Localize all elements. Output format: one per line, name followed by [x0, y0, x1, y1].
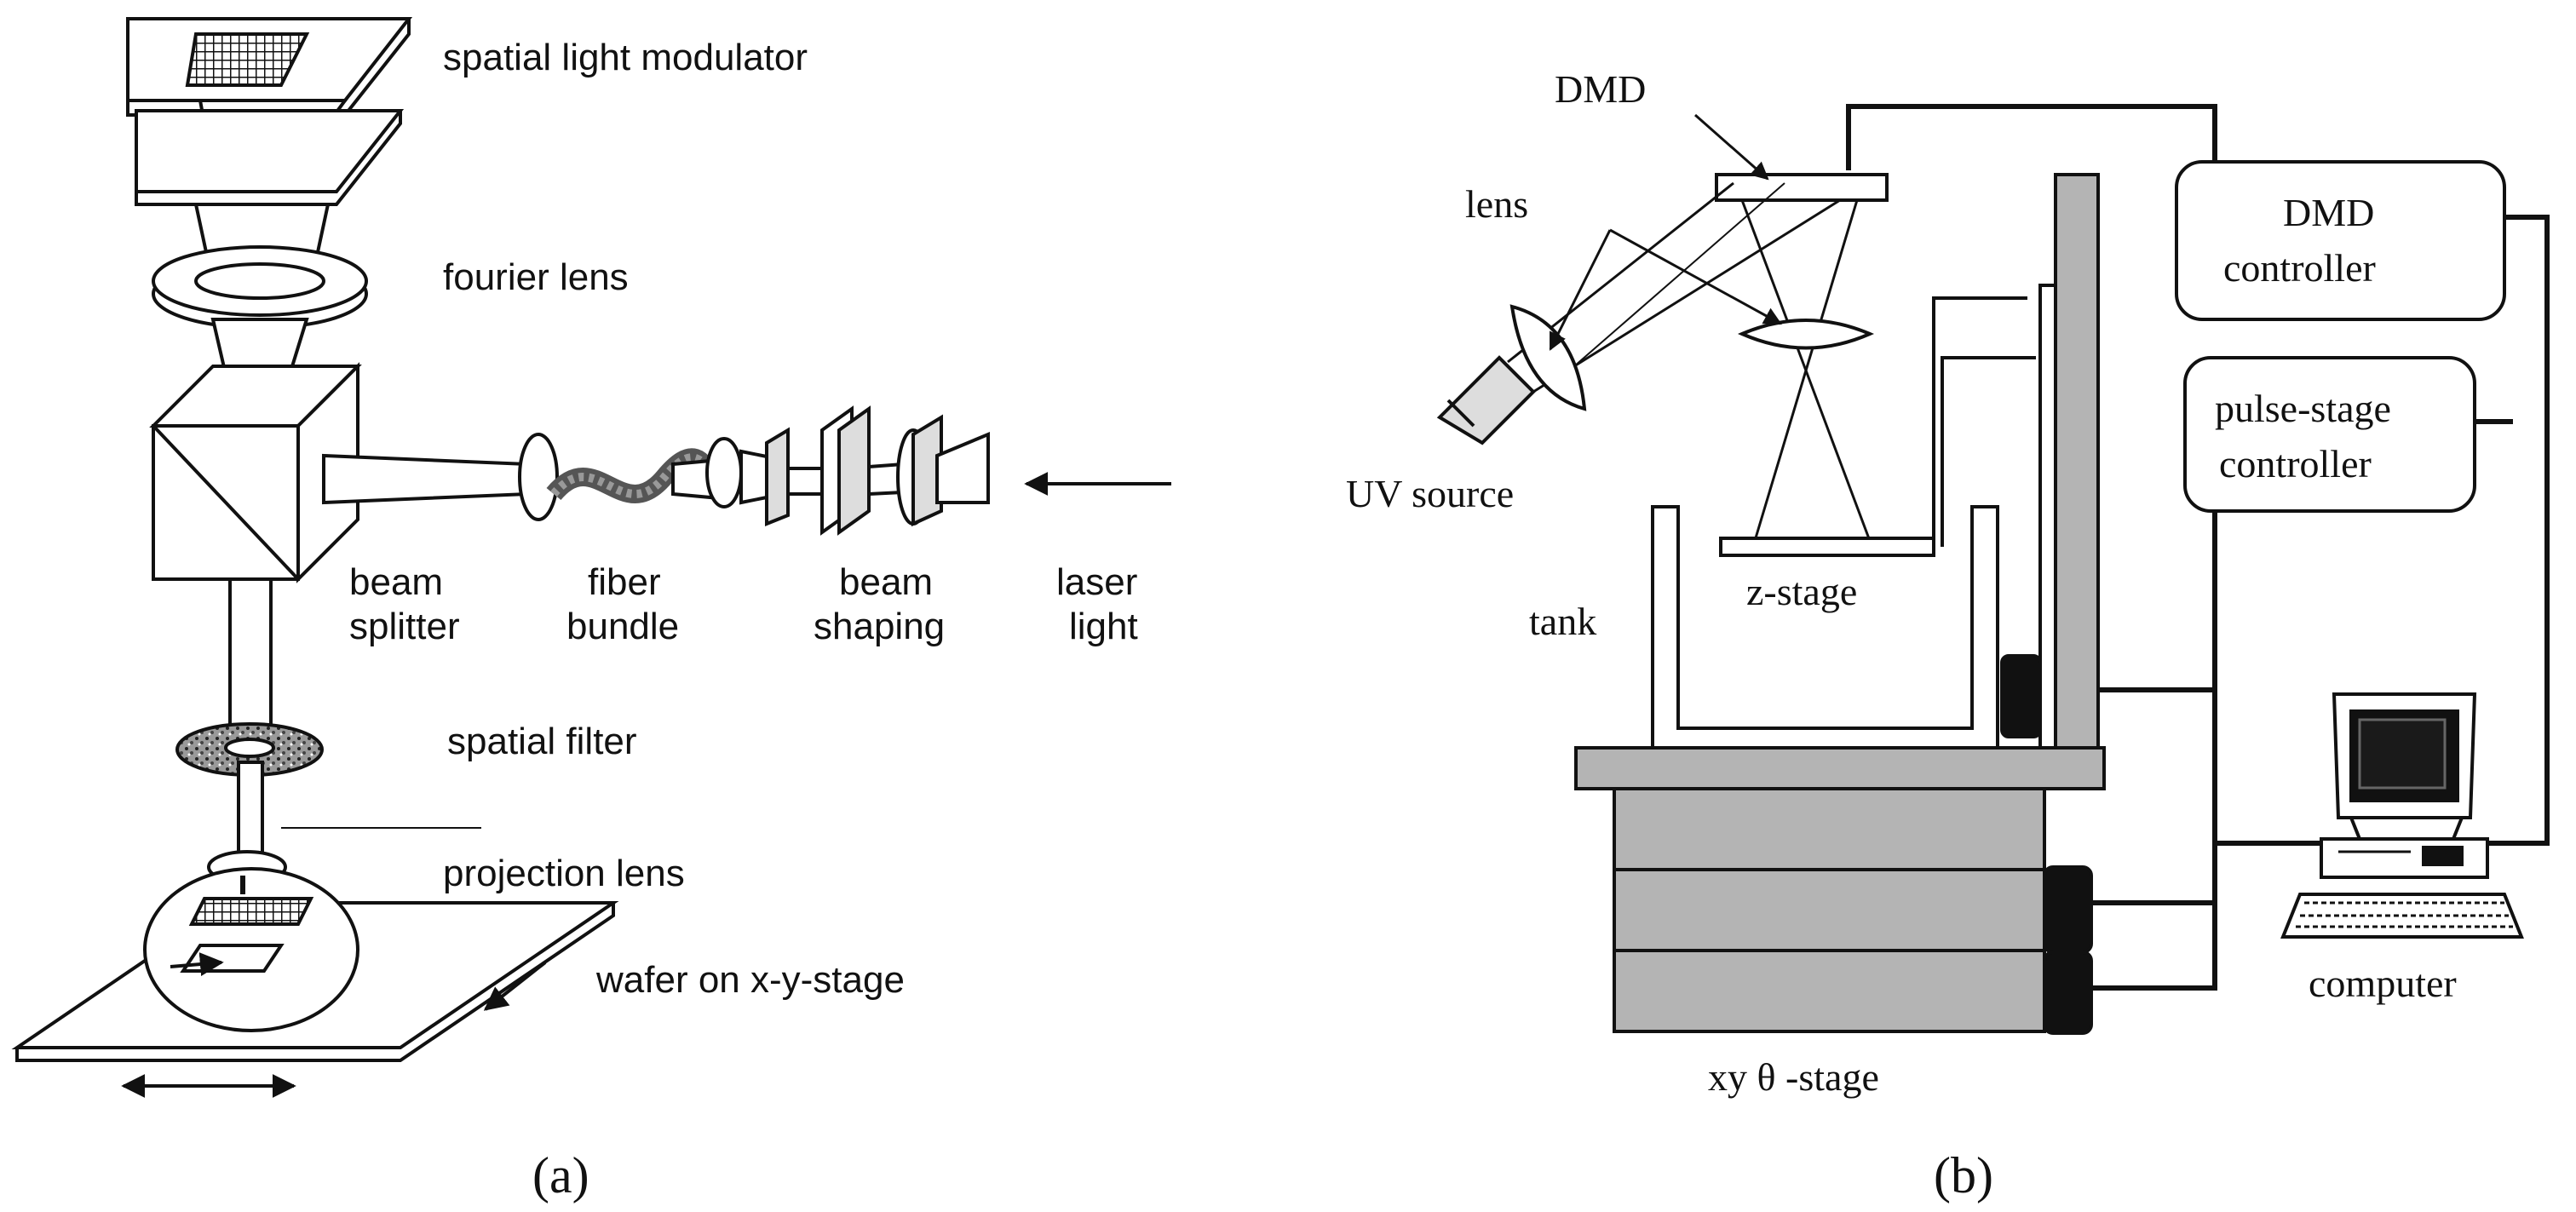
stage-block-1: [1613, 787, 2046, 871]
stage-motor-2: [2043, 951, 2093, 1035]
horizontal-beam: [322, 453, 530, 505]
dmd-mirror: [1715, 173, 1889, 202]
vertical-beam: [228, 577, 273, 734]
label-dmd-controller-line1: DMD: [2283, 191, 2374, 234]
stage-motor-1: [2043, 865, 2093, 954]
label-beam-splitter-line2: splitter: [349, 606, 460, 647]
label-laser-light-line2: light: [1069, 606, 1138, 647]
wafer-die: [180, 944, 285, 973]
stage-block-2: [1613, 868, 2046, 952]
caption-a: (a): [532, 1147, 589, 1203]
label-tank: tank: [1529, 600, 1596, 643]
label-z-stage: z-stage: [1746, 570, 1857, 613]
z-motor: [2000, 654, 2042, 738]
label-lens: lens: [1465, 182, 1528, 226]
label-fiber-bundle-line1: fiber: [588, 561, 661, 603]
panel-b: [1436, 104, 2550, 1035]
wafer-pattern: [188, 897, 314, 926]
label-uv-source: UV source: [1346, 472, 1514, 515]
pulse-stage-controller-box: [2183, 356, 2476, 513]
label-dmd: DMD: [1555, 67, 1646, 111]
spatial-filter: [175, 722, 324, 777]
panel-a: [11, 17, 1171, 1098]
lower-beam: [237, 761, 264, 866]
lens-pointers: [1549, 113, 1782, 351]
caption-b: (b): [1934, 1147, 1993, 1203]
label-computer: computer: [2309, 962, 2457, 1005]
panel-b-labels: DMD lens UV source z-stage tank xy θ -st…: [1346, 67, 2457, 1099]
spatial-light-modulator: [126, 17, 413, 206]
wiring: [1846, 104, 2550, 991]
stage-top-plate: [1574, 746, 2106, 790]
label-fourier-lens: fourier lens: [443, 256, 629, 298]
label-beam-shaping-line2: shaping: [814, 606, 945, 647]
label-pulse-stage-controller-line1: pulse-stage: [2215, 387, 2391, 430]
label-xy-theta-stage: xy θ -stage: [1708, 1055, 1879, 1099]
label-wafer-stage: wafer on x-y-stage: [595, 959, 905, 1001]
column-rail: [2038, 284, 2057, 751]
y-direction-arrow: [483, 961, 547, 1011]
label-spatial-light-modulator: spatial light modulator: [443, 37, 808, 78]
label-pulse-stage-controller-line2: controller: [2219, 442, 2372, 485]
dmd-controller-box: [2175, 160, 2506, 321]
label-projection-lens: projection lens: [443, 853, 685, 894]
uv-source: [1436, 355, 1536, 445]
beam-splitter-cube: [149, 362, 362, 583]
label-beam-shaping-line1: beam: [839, 561, 933, 603]
computer: [2280, 692, 2524, 939]
label-spatial-filter: spatial filter: [447, 721, 637, 762]
label-dmd-controller-line2: controller: [2223, 246, 2376, 290]
z-stage-arm: [1932, 296, 2027, 555]
label-laser-light-line1: laser: [1056, 561, 1137, 603]
column: [2054, 173, 2100, 751]
lens-center: [1737, 319, 1875, 350]
fiber-bundle: [518, 433, 743, 521]
panel-a-labels: spatial light modulator fourier lens bea…: [349, 37, 1138, 1001]
label-beam-splitter-line1: beam: [349, 561, 443, 603]
z-stage-platform: [1719, 537, 1935, 557]
beam-shaping-optics: [739, 405, 990, 536]
fourier-lens: [152, 203, 368, 376]
stage-block-3: [1613, 949, 2046, 1033]
label-fiber-bundle-line2: bundle: [566, 606, 679, 647]
lens-near-source: [1509, 304, 1587, 411]
